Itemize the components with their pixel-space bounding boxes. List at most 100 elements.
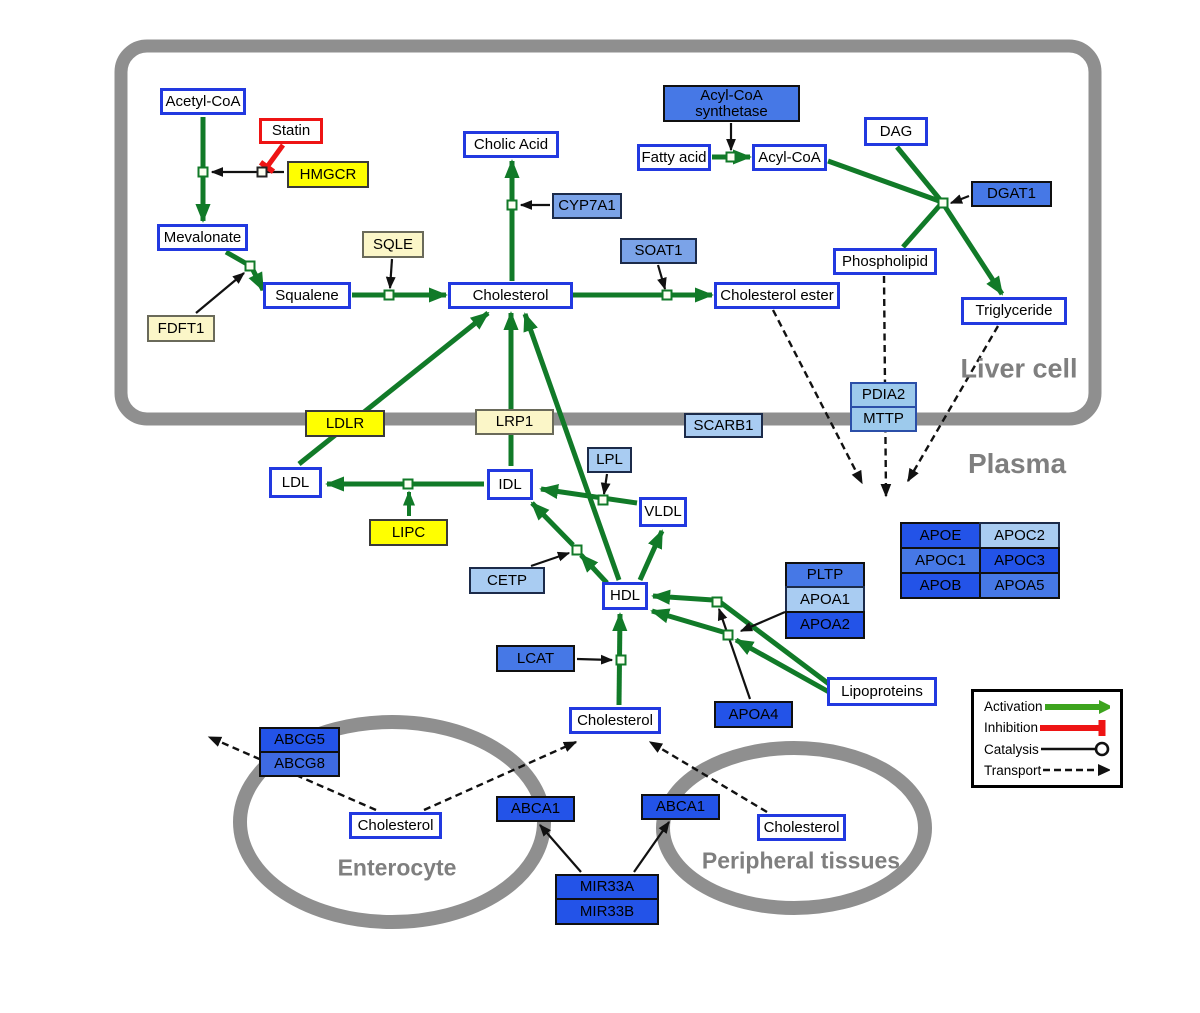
legend: Activation Inhibition Catalysis Transpor… xyxy=(971,689,1123,788)
node-abca1-right[interactable]: ABCA1 xyxy=(641,794,720,820)
node-apoa5[interactable]: APOA5 xyxy=(979,572,1060,599)
edge-apoa12-catalysis xyxy=(739,610,786,633)
node-ldlr[interactable]: LDLR xyxy=(305,410,385,437)
node-idl[interactable]: IDL xyxy=(487,469,533,500)
node-cholesterol-ester[interactable]: Cholesterol ester xyxy=(714,282,840,309)
edge-mir33-to-abca1-left xyxy=(539,824,582,873)
node-triglyceride[interactable]: Triglyceride xyxy=(961,297,1067,325)
node-apoa4[interactable]: APOA4 xyxy=(714,701,793,728)
edge-acylcoa-to-junction xyxy=(827,158,943,205)
node-lipc[interactable]: LIPC xyxy=(369,519,448,546)
junction-node xyxy=(597,494,609,506)
node-scarb1[interactable]: SCARB1 xyxy=(684,413,763,438)
junction-layer xyxy=(197,151,949,666)
node-abca1-left[interactable]: ABCA1 xyxy=(496,796,575,822)
node-dgat1[interactable]: DGAT1 xyxy=(971,181,1052,207)
node-hdl[interactable]: HDL xyxy=(602,582,648,610)
junction-node xyxy=(725,151,737,163)
node-acyl-coa[interactable]: Acyl-CoA xyxy=(752,144,827,171)
node-acyl-coa-synthetase[interactable]: Acyl-CoA synthetase xyxy=(663,85,800,122)
edge-sq1-to-hdl xyxy=(651,589,714,605)
junction-node xyxy=(615,654,627,666)
activation-arrow-icon xyxy=(1044,699,1110,714)
edge-enterocyte-abcg-transport xyxy=(207,735,377,812)
edge-mir33-to-abca1-right xyxy=(633,820,670,873)
node-cholesterol-enterocyte[interactable]: Cholesterol xyxy=(349,812,442,839)
node-mttp[interactable]: MTTP xyxy=(850,406,917,432)
node-apoc3[interactable]: APOC3 xyxy=(979,547,1060,574)
node-cholesterol-plasma[interactable]: Cholesterol xyxy=(569,707,661,734)
edge-hdl-to-cholesterol xyxy=(522,312,622,581)
node-cholesterol-peripheral[interactable]: Cholesterol xyxy=(757,814,846,841)
edge-hdl-to-vldl xyxy=(637,529,665,582)
node-cholic-acid[interactable]: Cholic Acid xyxy=(463,131,559,158)
node-lrp1[interactable]: LRP1 xyxy=(475,409,554,435)
edge-cholesterolester-transport xyxy=(771,309,864,485)
legend-row-inhibition: Inhibition xyxy=(984,717,1110,738)
liver-compartment xyxy=(114,39,1102,426)
node-mir33b[interactable]: MIR33B xyxy=(555,898,659,925)
plasma-label: Plasma xyxy=(967,448,1067,479)
node-abcg5[interactable]: ABCG5 xyxy=(259,727,340,753)
enterocyte-label: Enterocyte xyxy=(337,854,457,881)
junction-node xyxy=(661,289,673,301)
node-vldl[interactable]: VLDL xyxy=(639,497,687,527)
node-lcat[interactable]: LCAT xyxy=(496,645,575,672)
junction-node xyxy=(256,166,268,178)
compartment-layer xyxy=(114,39,1102,929)
node-pltp[interactable]: PLTP xyxy=(785,562,865,588)
node-acetyl-coa[interactable]: Acetyl-CoA xyxy=(160,88,246,115)
inhibition-tbar-icon xyxy=(1040,719,1106,736)
legend-row-transport: Transport xyxy=(984,760,1110,781)
node-ldl[interactable]: LDL xyxy=(269,467,322,498)
legend-row-activation: Activation xyxy=(984,696,1110,717)
edge-mevalonate-to-junction xyxy=(224,249,249,267)
node-fdft1[interactable]: FDFT1 xyxy=(147,315,215,342)
edge-junction-to-squalene xyxy=(248,268,266,292)
node-apoa2[interactable]: APOA2 xyxy=(785,611,865,639)
node-apoc2[interactable]: APOC2 xyxy=(979,522,1060,549)
junction-node xyxy=(937,197,949,209)
node-statin[interactable]: Statin xyxy=(259,118,323,144)
node-cyp7a1[interactable]: CYP7A1 xyxy=(552,193,622,219)
edge-apoa4-catalysis xyxy=(717,607,752,700)
catalysis-circle-icon xyxy=(1040,741,1110,757)
node-abcg8[interactable]: ABCG8 xyxy=(259,751,340,777)
edge-dgat1-catalysis xyxy=(949,194,970,205)
node-lpl[interactable]: LPL xyxy=(587,447,632,473)
node-sqle[interactable]: SQLE xyxy=(362,231,424,258)
node-cetp[interactable]: CETP xyxy=(469,567,545,594)
legend-catalysis-label: Catalysis xyxy=(984,741,1039,757)
node-lipoproteins[interactable]: Lipoproteins xyxy=(827,677,937,706)
edge-vldl-to-idl xyxy=(539,483,638,506)
node-soat1[interactable]: SOAT1 xyxy=(620,238,697,264)
edge-dag-to-junction xyxy=(895,145,944,204)
node-mevalonate[interactable]: Mevalonate xyxy=(157,224,248,251)
node-hmgcr[interactable]: HMGCR xyxy=(287,161,369,188)
node-phospholipid[interactable]: Phospholipid xyxy=(833,248,937,275)
node-apoa1[interactable]: APOA1 xyxy=(785,586,865,613)
node-dag[interactable]: DAG xyxy=(864,117,928,146)
junction-node xyxy=(571,544,583,556)
legend-row-catalysis: Catalysis xyxy=(984,739,1110,760)
node-pdia2[interactable]: PDIA2 xyxy=(850,382,917,408)
transport-dashed-arrow-icon xyxy=(1043,764,1110,777)
node-apoe[interactable]: APOE xyxy=(900,522,981,549)
edge-cetp-catalysis xyxy=(530,551,571,568)
legend-transport-label: Transport xyxy=(984,762,1042,778)
node-cholesterol-liver[interactable]: Cholesterol xyxy=(448,282,573,309)
junction-node xyxy=(711,596,723,608)
node-apob[interactable]: APOB xyxy=(900,572,981,599)
legend-activation-label: Activation xyxy=(984,699,1043,715)
legend-inhibition-label: Inhibition xyxy=(984,720,1039,736)
enterocyte-compartment xyxy=(233,715,551,929)
node-mir33a[interactable]: MIR33A xyxy=(555,874,659,900)
node-fatty-acid[interactable]: Fatty acid xyxy=(637,144,711,171)
junction-node xyxy=(244,260,256,272)
edge-enterocyte-abca1-transport xyxy=(423,740,578,812)
edge-sq2-to-hdl xyxy=(650,608,724,635)
node-apoc1[interactable]: APOC1 xyxy=(900,547,981,574)
peripheral-tissues-label: Peripheral tissues xyxy=(701,847,901,874)
node-squalene[interactable]: Squalene xyxy=(263,282,351,309)
